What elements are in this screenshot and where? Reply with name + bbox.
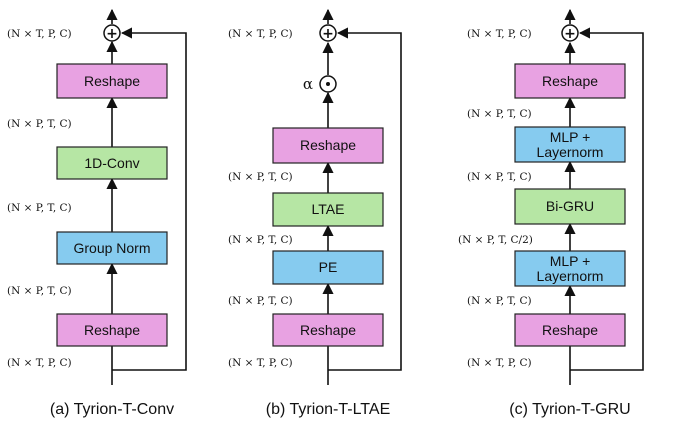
skip-connection <box>112 27 187 371</box>
dim-label: (N × T, P, C) <box>228 28 293 40</box>
dim-label: (N × P, T, C) <box>7 285 72 297</box>
panel-caption: (b) Tyrion-T-LTAE <box>266 401 390 418</box>
dim-label: (N × T, P, C) <box>7 28 72 40</box>
group-norm-label: Group Norm <box>73 240 150 256</box>
pe-block <box>272 250 384 285</box>
reshape-label: Reshape <box>300 137 356 153</box>
add-op-icon <box>561 24 579 42</box>
pe-label: PE <box>319 259 338 275</box>
alpha-label: α <box>303 75 313 93</box>
layernorm-label: Layernorm <box>537 144 604 160</box>
reshape-block <box>272 313 384 347</box>
dim-label: (N × P, T, C) <box>467 171 532 183</box>
mlp-label: MLP + <box>550 129 591 145</box>
reshape-label: Reshape <box>84 73 140 89</box>
dim-label: (N × T, P, C) <box>467 28 532 40</box>
dim-label: (N × P, T, C) <box>7 202 72 214</box>
reshape-block <box>56 63 168 99</box>
layernorm-label: Layernorm <box>537 268 604 284</box>
mlp-layernorm-block <box>514 250 626 287</box>
reshape-label: Reshape <box>300 322 356 338</box>
reshape-block <box>272 127 384 164</box>
skip-connection <box>570 27 644 371</box>
bi-gru-label: Bi-GRU <box>546 198 594 214</box>
reshape-block <box>514 313 626 347</box>
add-op-icon <box>103 24 121 42</box>
plus-icon: + <box>564 26 576 42</box>
dim-label: (N × T, P, C) <box>7 357 72 369</box>
bi-gru-block <box>514 188 626 225</box>
dim-label: (N × T, P, C) <box>228 357 293 369</box>
add-op-icon <box>319 24 337 42</box>
reshape-block <box>514 63 626 99</box>
dim-label: (N × P, T, C) <box>228 171 293 183</box>
conv-label: 1D-Conv <box>84 155 139 171</box>
reshape-label: Reshape <box>542 322 598 338</box>
dim-label: (N × P, T, C) <box>467 295 532 307</box>
dim-label: (N × P, T, C) <box>7 118 72 130</box>
panel-caption: (a) Tyrion-T-Conv <box>50 401 174 418</box>
mlp-layernorm-block <box>514 126 626 163</box>
group-norm-block <box>56 231 168 265</box>
skip-connection <box>328 27 402 371</box>
dot-icon <box>326 82 330 86</box>
plus-icon: + <box>106 26 118 42</box>
ltae-block <box>272 192 384 227</box>
dim-label: (N × P, T, C/2) <box>458 234 533 246</box>
plus-icon: + <box>322 26 334 42</box>
dim-label: (N × P, T, C) <box>228 234 293 246</box>
conv-block <box>56 146 168 180</box>
panel-c: Reshape MLP + Layernorm Bi-GRU MLP + Lay… <box>458 8 644 418</box>
reshape-block <box>56 313 168 347</box>
ltae-label: LTAE <box>312 201 345 217</box>
panel-b: Reshape LTAE PE Reshape α + (N × T, P, C… <box>228 8 402 418</box>
dim-label: (N × P, T, C) <box>228 295 293 307</box>
reshape-label: Reshape <box>84 322 140 338</box>
panel-a: Reshape 1D-Conv Group Norm Reshape + (N … <box>7 8 187 418</box>
panel-caption: (c) Tyrion-T-GRU <box>509 401 630 418</box>
mlp-label: MLP + <box>550 253 591 269</box>
dim-label: (N × P, T, C) <box>467 108 532 120</box>
dim-label: (N × T, P, C) <box>467 357 532 369</box>
reshape-label: Reshape <box>542 73 598 89</box>
